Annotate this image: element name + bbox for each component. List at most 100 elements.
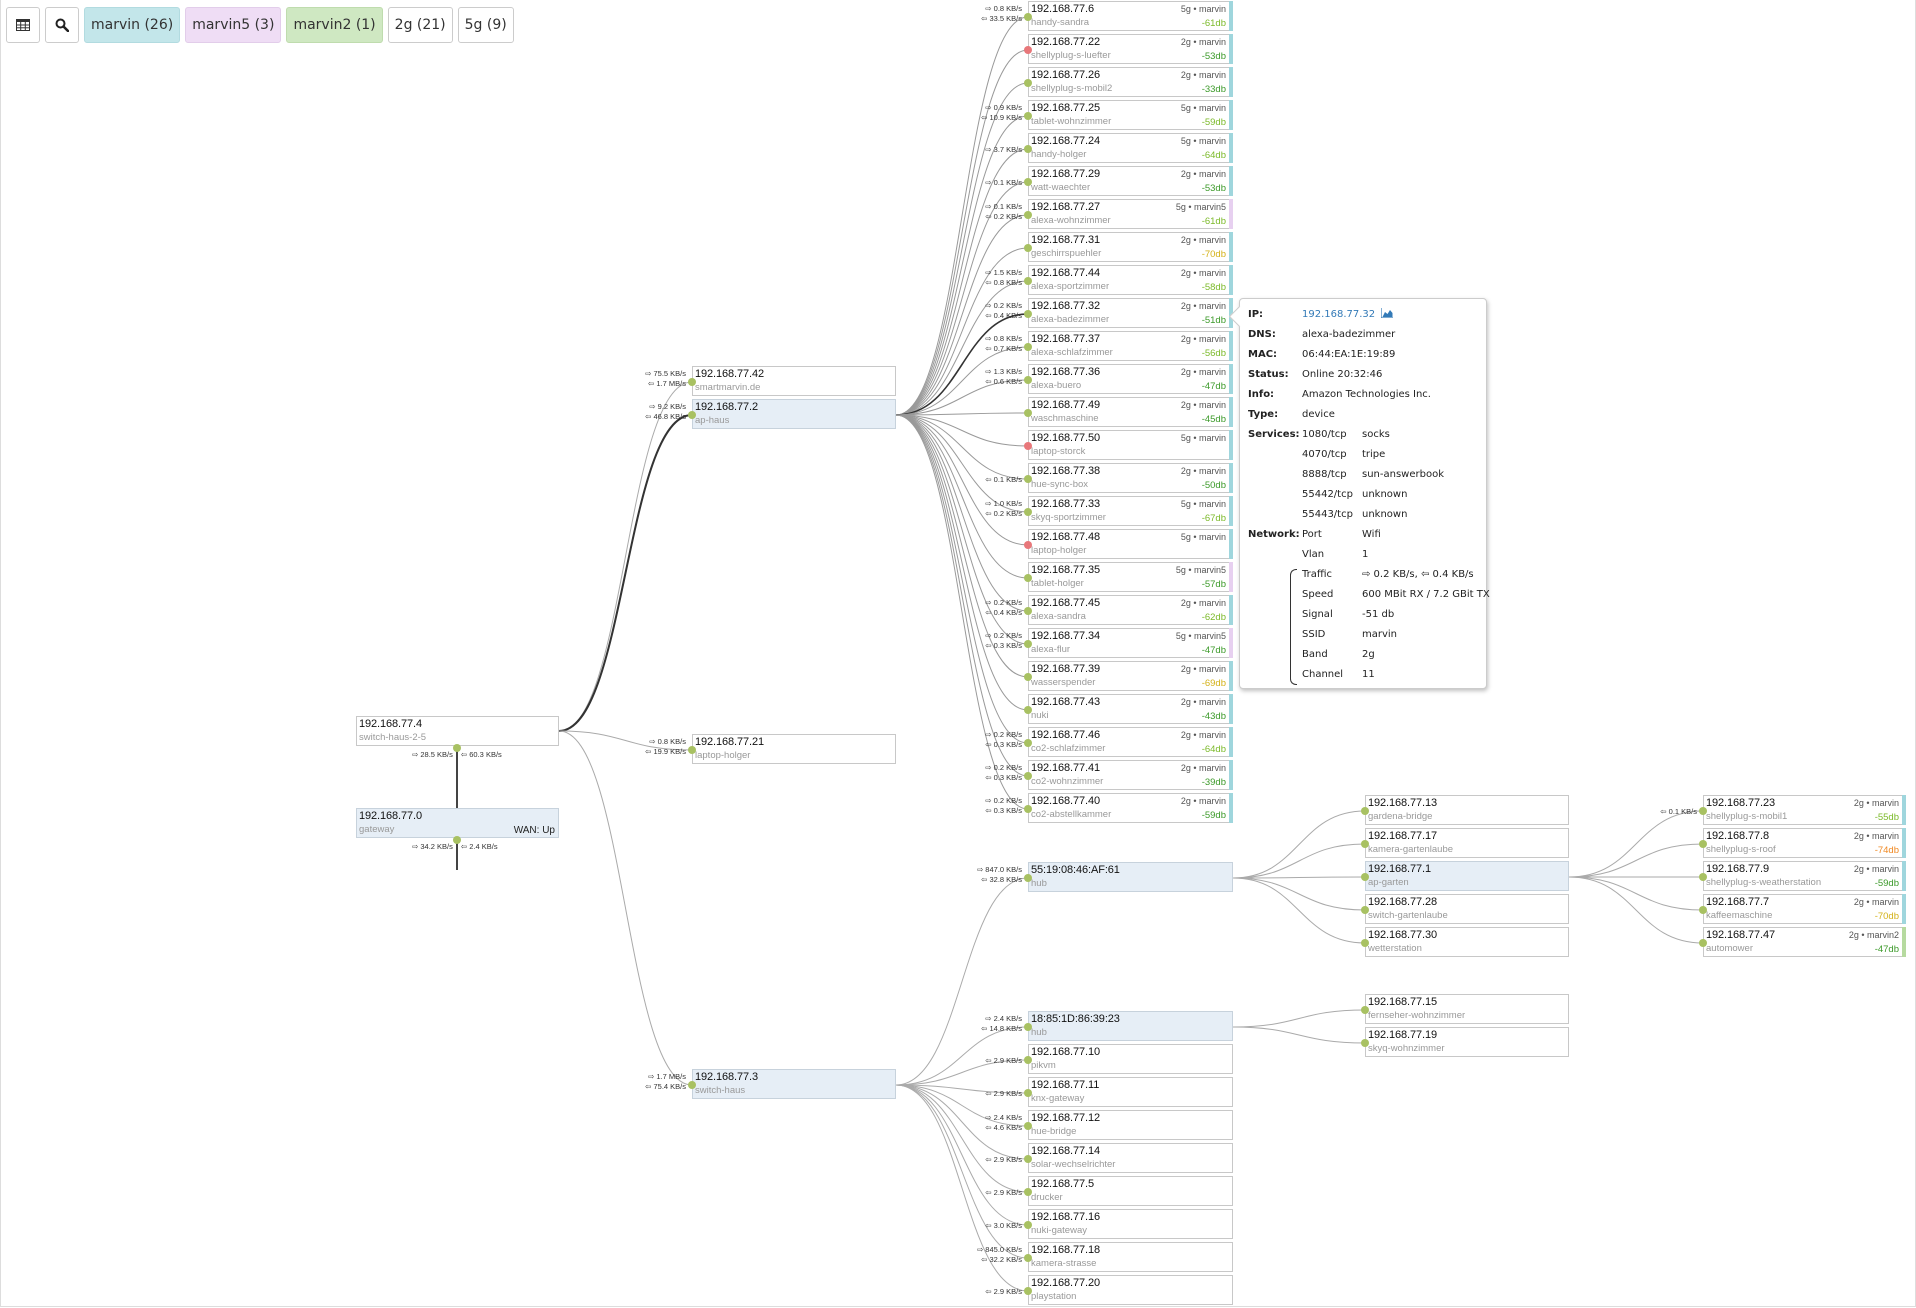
- service-name: unknown: [1362, 489, 1408, 500]
- link-line: [895, 49, 1029, 416]
- device-hostname: hub: [1031, 1027, 1047, 1038]
- offline-status-dot: [1024, 46, 1032, 54]
- device-band-ssid: 2g • marvin: [1180, 730, 1226, 740]
- filter-ssid-marvin2[interactable]: marvin2 (1): [286, 7, 383, 43]
- device-signal: -70db: [1874, 911, 1899, 922]
- online-status-dot: [1024, 1089, 1032, 1097]
- table-view-button[interactable]: [6, 7, 40, 43]
- filter-ssid-marvin5[interactable]: marvin5 (3): [185, 7, 282, 43]
- link-line: [895, 148, 1029, 416]
- online-status-dot: [1024, 376, 1032, 384]
- device-hostname: automower: [1706, 943, 1753, 954]
- online-status-dot: [1024, 1254, 1032, 1262]
- traffic-line: ⇨ 0.1 KB/s: [985, 178, 1022, 187]
- traffic-line: ⇦ 2.9 KB/s: [985, 1056, 1022, 1065]
- online-status-dot: [1699, 906, 1707, 914]
- online-status-dot: [1024, 244, 1032, 252]
- online-status-dot: [1024, 772, 1032, 780]
- filter-band-2g[interactable]: 2g (21): [387, 7, 453, 43]
- device-signal: -67db: [1201, 513, 1226, 524]
- traffic-line: ⇦ 0.6 KB/s: [985, 377, 1022, 386]
- device-ip: 192.168.77.40: [1031, 795, 1101, 807]
- link-line: [895, 214, 1029, 416]
- device-hostname: nuki: [1031, 710, 1049, 721]
- traffic-rates: ⇦ 2.9 KB/s: [985, 1089, 1022, 1099]
- traffic-line: ⇦ 0.3 KB/s: [985, 641, 1022, 650]
- device-hostname: kamera-strasse: [1031, 1258, 1097, 1269]
- link-line: [895, 313, 1029, 416]
- ssid-color-stripe: [1229, 529, 1233, 559]
- device-ip: 192.168.77.23: [1706, 797, 1776, 809]
- link-line: [895, 414, 1029, 711]
- online-status-dot: [688, 746, 696, 754]
- online-status-dot: [1024, 1023, 1032, 1031]
- online-status-dot: [1024, 874, 1032, 882]
- traffic-line: ⇦ 0.3 KB/s: [985, 740, 1022, 749]
- search-button[interactable]: [45, 7, 79, 43]
- device-hostname: alexa-wohnzimmer: [1031, 215, 1111, 226]
- ssid-color-stripe: [1229, 628, 1233, 658]
- link-line: [895, 1026, 1029, 1086]
- ssid-color-stripe: [1902, 795, 1906, 825]
- tooltip-ip-link[interactable]: 192.168.77.32: [1302, 309, 1376, 320]
- device-signal: -51db: [1201, 315, 1226, 326]
- area-chart-icon[interactable]: [1380, 308, 1394, 319]
- link-line: [1232, 1026, 1366, 1044]
- filter-band-5g[interactable]: 5g (9): [457, 7, 514, 43]
- filter-ssid-marvin[interactable]: marvin (26): [84, 7, 181, 43]
